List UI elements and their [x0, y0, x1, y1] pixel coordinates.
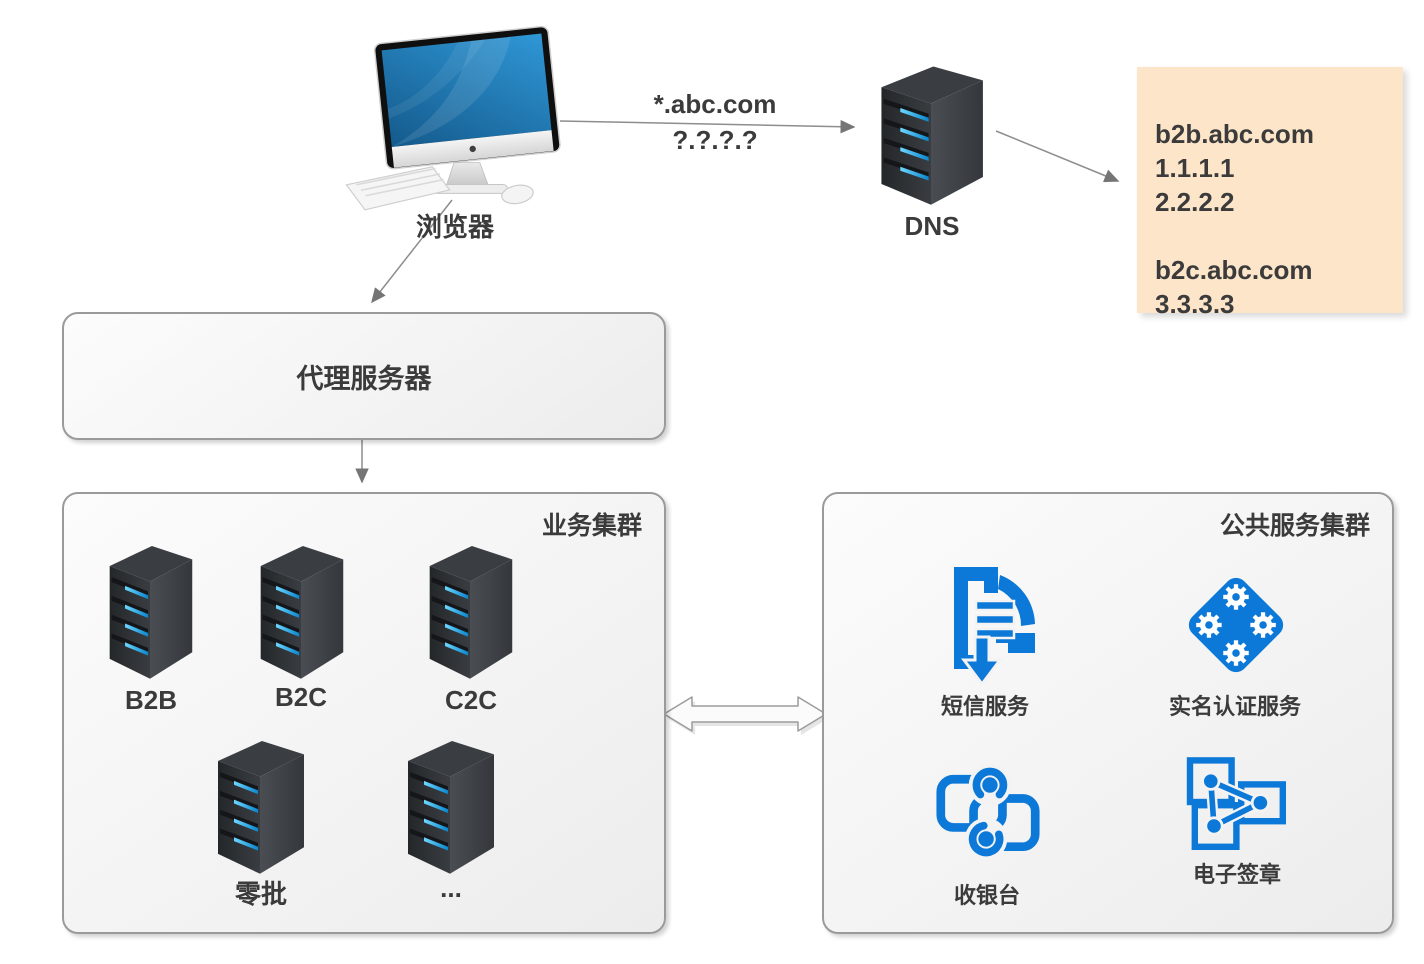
- server-label-b2b: B2B: [124, 685, 177, 715]
- server-icon-b2b: [102, 535, 198, 681]
- dns-records-panel: b2b.abc.com 1.1.1.1 2.2.2.2 b2c.abc.com …: [1137, 67, 1403, 319]
- server-icon-c2c: [422, 535, 518, 681]
- esignature-label: 电子签章: [1192, 862, 1281, 887]
- realname-auth-label: 实名认证服务: [1168, 694, 1301, 719]
- business-cluster-title: 业务集群: [541, 512, 642, 540]
- cluster-link-arrow: [663, 696, 829, 735]
- sms-service-icon: [938, 563, 1038, 687]
- server-label-lingpi: 零批: [234, 879, 287, 909]
- public-cluster-box: 公共服务集群: [822, 492, 1394, 934]
- proxy-server-label: 代理服务器: [296, 363, 432, 394]
- server-icon-b2c: [253, 535, 349, 681]
- cashier-icon: [935, 755, 1041, 869]
- cashier-label: 收银台: [953, 883, 1020, 908]
- query-domain-label: *.abc.com: [653, 89, 777, 119]
- browser-label: 浏览器: [415, 212, 494, 242]
- server-icon-more: [400, 730, 500, 876]
- esignature-icon: [1182, 752, 1286, 852]
- arrow-dns-to-records: [995, 130, 1120, 183]
- computer-icon: [343, 25, 571, 218]
- proxy-server-box: 代理服务器: [62, 312, 666, 440]
- sms-service-label: 短信服务: [940, 694, 1029, 719]
- dns-records-text: b2b.abc.com 1.1.1.1 2.2.2.2 b2c.abc.com …: [1155, 119, 1314, 319]
- dns-label: DNS: [904, 211, 960, 241]
- public-cluster-title: 公共服务集群: [1219, 512, 1370, 540]
- realname-auth-icon: [1178, 565, 1294, 685]
- server-label-b2c: B2C: [274, 682, 327, 712]
- server-label-more: ...: [440, 873, 462, 903]
- query-ip-label: ?.?.?.?: [672, 125, 758, 155]
- server-label-c2c: C2C: [444, 685, 497, 715]
- dns-server-icon: [872, 55, 990, 207]
- server-icon-lingpi: [210, 730, 310, 876]
